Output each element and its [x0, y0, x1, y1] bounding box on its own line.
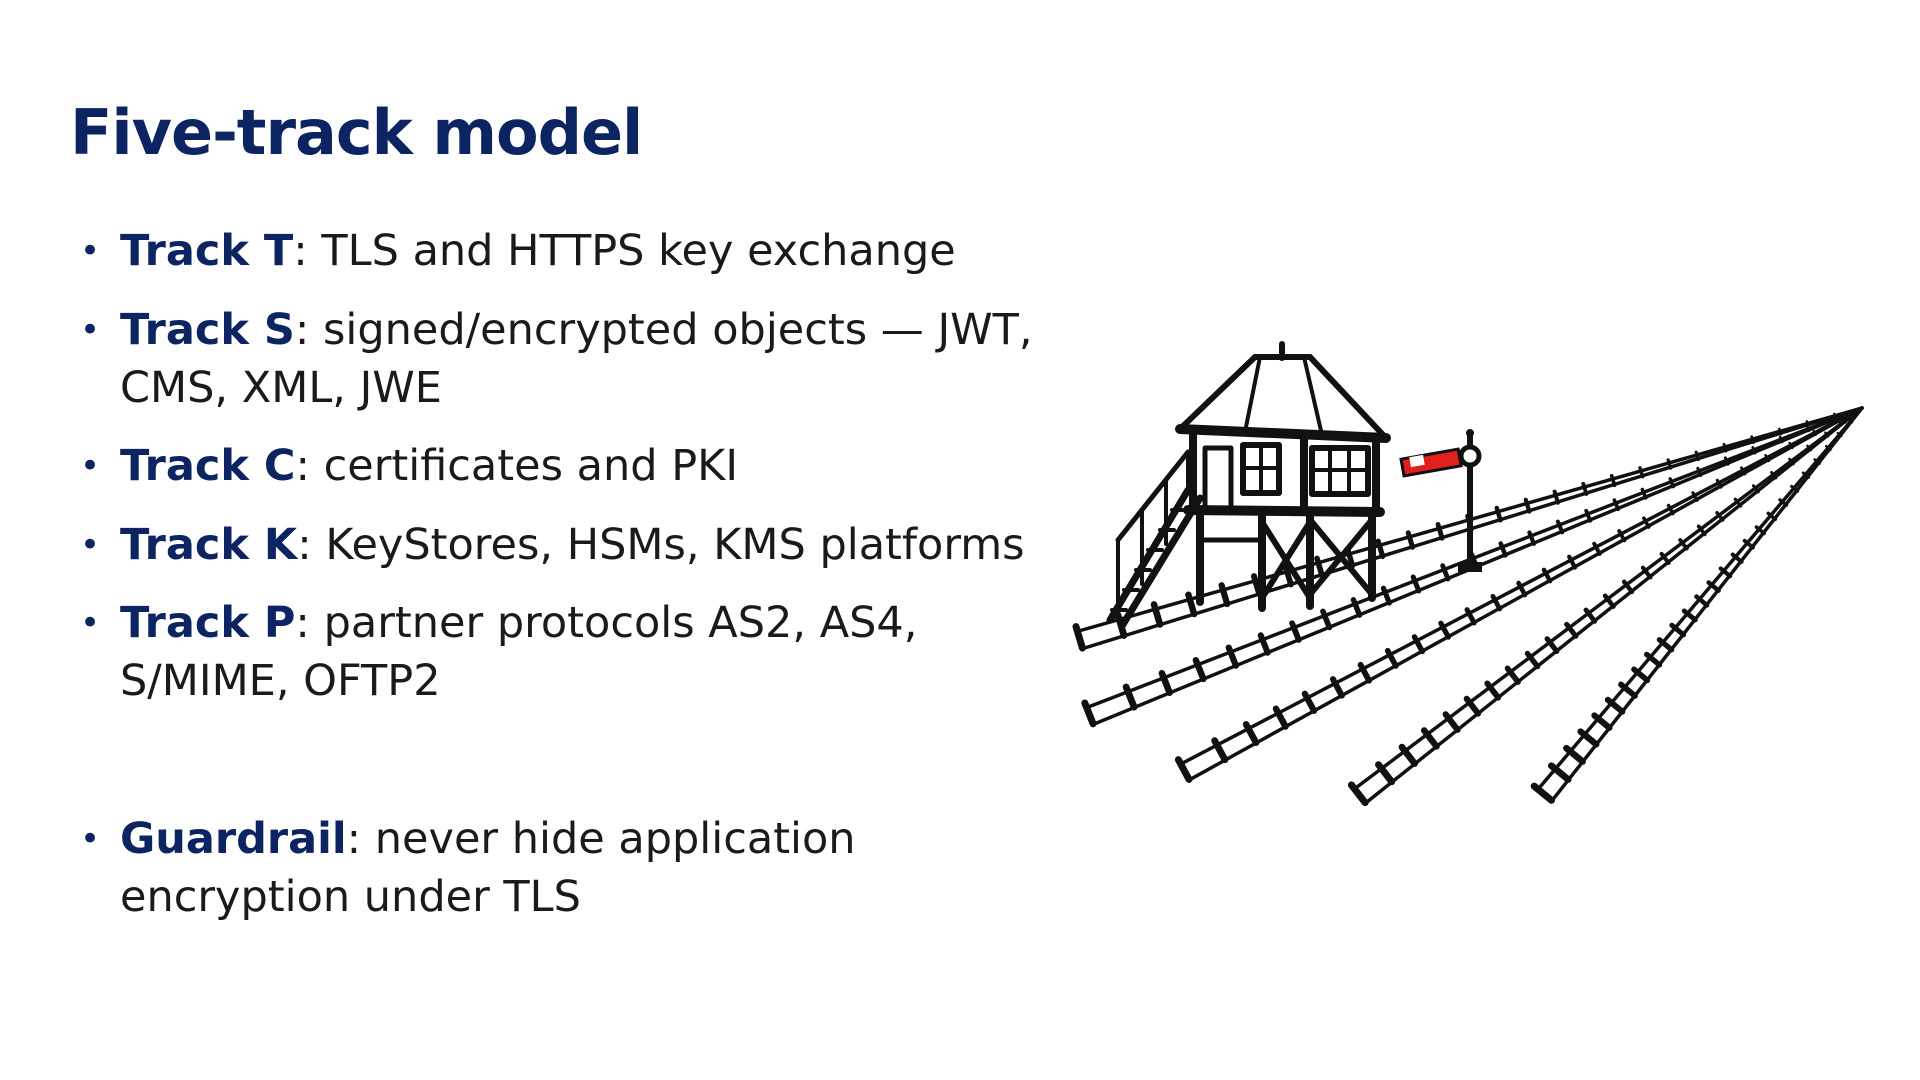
bullet-key: Track S: [120, 305, 295, 355]
bullet-text: Track S: signed/encrypted objects — JWT,…: [120, 301, 1060, 417]
bullet-body: TLS and HTTPS key exchange: [307, 226, 956, 276]
bullet-separator: :: [293, 226, 308, 276]
bullet-dot: •: [80, 446, 101, 486]
bullet-track-c: • Track C: certificates and PKI: [80, 437, 1040, 495]
bullet-key: Track T: [120, 226, 294, 276]
bullet-track-p: • Track P: partner protocols AS2, AS4, S…: [80, 594, 980, 710]
bullet-key: Track C: [120, 441, 296, 491]
bullet-text: Track C: certificates and PKI: [120, 437, 1040, 495]
railway-tracks: [1072, 406, 1864, 807]
bullet-separator: :: [295, 441, 310, 491]
railway-signal-box-illustration: [1072, 341, 1864, 807]
bullet-dot: •: [80, 603, 101, 643]
bullet-dot: •: [80, 310, 101, 350]
bullet-guardrail: • Guardrail: never hide application encr…: [80, 810, 900, 926]
bullet-separator: :: [294, 305, 310, 355]
bullet-dot: •: [80, 819, 101, 859]
bullet-text: Track K: KeyStores, HSMs, KMS platforms: [120, 516, 1080, 574]
signal-box-icon: [1106, 341, 1391, 630]
bullet-separator: :: [346, 814, 362, 864]
slide-title: Five-track model: [70, 96, 643, 169]
bullet-track-s: • Track S: signed/encrypted objects — JW…: [80, 301, 1060, 417]
bullet-track-k: • Track K: KeyStores, HSMs, KMS platform…: [80, 516, 1080, 574]
bullet-text: Track T: TLS and HTTPS key exchange: [120, 222, 1040, 280]
bullet-body: KeyStores, HSMs, KMS platforms: [311, 520, 1025, 570]
bullet-dot: •: [80, 231, 101, 271]
bullet-body: signed/encrypted objects — JWT, CMS, XML…: [120, 305, 1033, 413]
bullet-separator: :: [295, 598, 310, 648]
bullet-body: certificates and PKI: [309, 441, 739, 491]
bullet-body: partner protocols AS2, AS4, S/MIME, OFTP…: [120, 598, 918, 706]
bullet-body: never hide application encryption under …: [120, 814, 856, 922]
bullet-track-t: • Track T: TLS and HTTPS key exchange: [80, 222, 1040, 280]
bullet-text: Track P: partner protocols AS2, AS4, S/M…: [120, 594, 980, 710]
bullet-text: Guardrail: never hide application encryp…: [120, 810, 900, 926]
semaphore-signal-icon: [1399, 429, 1482, 572]
bullet-separator: :: [297, 520, 312, 570]
bullet-key: Track P: [120, 598, 296, 648]
bullet-key: Track K: [120, 520, 298, 570]
bullet-key: Guardrail: [120, 814, 347, 864]
bullet-dot: •: [80, 525, 101, 565]
